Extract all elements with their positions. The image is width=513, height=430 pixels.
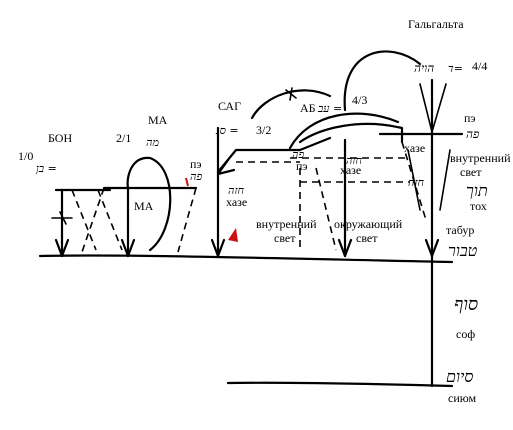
label-ma-inner: МА (134, 199, 154, 213)
ab-eq: עב = (317, 102, 342, 115)
surround-light-2: свет (356, 231, 378, 245)
sof-he: סוף (454, 294, 478, 315)
bon-dash-sides (71, 189, 123, 251)
khaze-he-galgalta: חזה (408, 176, 425, 189)
bon-eq: בן = (36, 162, 57, 175)
sof-ru: соф (456, 327, 475, 341)
tabur-ru: табур (446, 223, 474, 237)
inner-light-right-2: свет (460, 165, 482, 179)
arc-ab-to-sag (250, 89, 332, 120)
tabur-baseline (38, 254, 454, 264)
surround-light-1: окружающий (334, 217, 403, 231)
label-ab: АБ (300, 101, 316, 115)
arc-galgalta-to-ab (343, 50, 422, 112)
pe-he-sag: פה (292, 148, 304, 161)
ab-pe-line (298, 122, 404, 144)
fraction-sag: 3/2 (256, 123, 271, 137)
label-sag: САГ (218, 99, 241, 113)
sium-he: סיום (446, 367, 473, 386)
pe-ru-sag: пэ (296, 159, 308, 173)
ab-arrow-down (337, 238, 353, 258)
sag-pe-line (216, 136, 332, 174)
ab-outer-arc (288, 112, 400, 150)
label-ma-top: МА (148, 113, 168, 127)
tokh-he: תוך (466, 181, 488, 200)
fraction-ab: 4/3 (352, 93, 367, 107)
red-mark (228, 228, 238, 242)
pe-he-galgalta: פה (466, 127, 479, 141)
pe-ru-ma: пэ (190, 157, 202, 171)
sium-ru: сиюм (448, 391, 477, 405)
khaze-he-ab: חזה (346, 154, 363, 167)
sag-eq: סג = (215, 124, 239, 137)
galgalta-eq: ד= (448, 62, 463, 75)
inner-light-1: внутренний (256, 217, 317, 231)
red-tick (185, 177, 189, 187)
galgalta-head-lines (419, 83, 447, 133)
label-galgalta: Гальгальта (408, 17, 464, 31)
galgalta-arrow-down (424, 238, 440, 258)
khaze-he-sag: חזה (228, 184, 245, 197)
bon-arrow-down (54, 238, 70, 258)
sag-inner-dash (299, 167, 337, 251)
khaze-ru-galgalta: хазе (404, 141, 425, 155)
sag-arrow-down (210, 238, 226, 258)
inner-light-right-1: внутренний (450, 151, 511, 165)
khaze-ru-sag: хазе (226, 195, 247, 209)
sium-baseline (226, 381, 454, 388)
fraction-galgalta: 4/4 (472, 59, 487, 73)
fraction-bon: 1/0 (18, 149, 33, 163)
ma-loop-arrow (126, 156, 172, 252)
label-bon: БОН (48, 131, 72, 145)
ma-eq: מה (146, 136, 159, 149)
bon-khaze-mark (51, 211, 73, 225)
fraction-ma: 2/1 (116, 131, 131, 145)
galgalta-hebrew-formula: הויה (414, 61, 434, 75)
ma-arrow-down (120, 238, 136, 258)
pe-ru-galgalta: пэ (464, 111, 476, 125)
arc-galgalta-ab-tip (285, 87, 297, 101)
tabur-he: טבור (448, 241, 478, 260)
khaze-ru-ab: хазе (340, 163, 361, 177)
pe-he-ma: פה (190, 170, 202, 183)
ma-dash-sides (81, 187, 197, 253)
inner-light-2: свет (274, 231, 296, 245)
sag-arrow-tip (216, 158, 236, 176)
tokh-ru: тох (470, 199, 487, 213)
ab-side-dash (401, 141, 427, 221)
